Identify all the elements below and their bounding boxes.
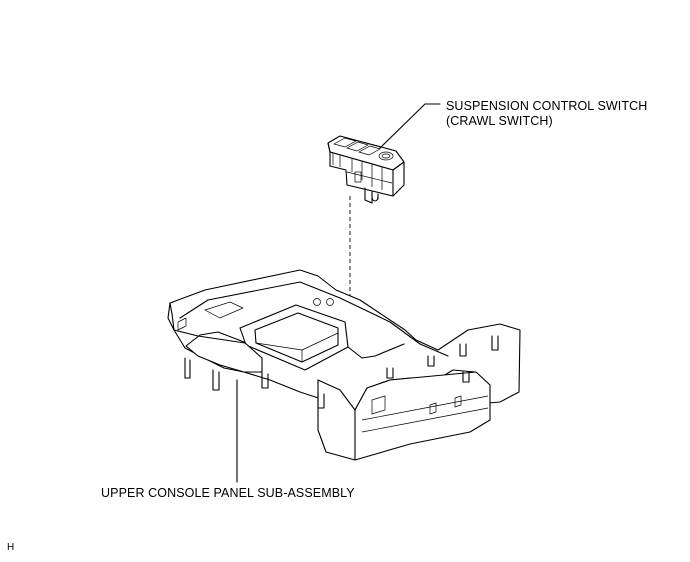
suspension-control-switch-label: SUSPENSION CONTROL SWITCH (CRAWL SWITCH) <box>446 99 647 129</box>
upper-console-panel-illustration <box>167 269 521 461</box>
switch-label-line1: SUSPENSION CONTROL SWITCH <box>446 99 648 113</box>
suspension-control-switch-illustration <box>327 135 405 204</box>
upper-console-panel-label: UPPER CONSOLE PANEL SUB-ASSEMBLY <box>101 486 355 500</box>
switch-label-line2: (CRAWL SWITCH) <box>446 114 553 128</box>
figure-code: H <box>7 542 15 553</box>
switch-leader-line <box>379 103 441 149</box>
